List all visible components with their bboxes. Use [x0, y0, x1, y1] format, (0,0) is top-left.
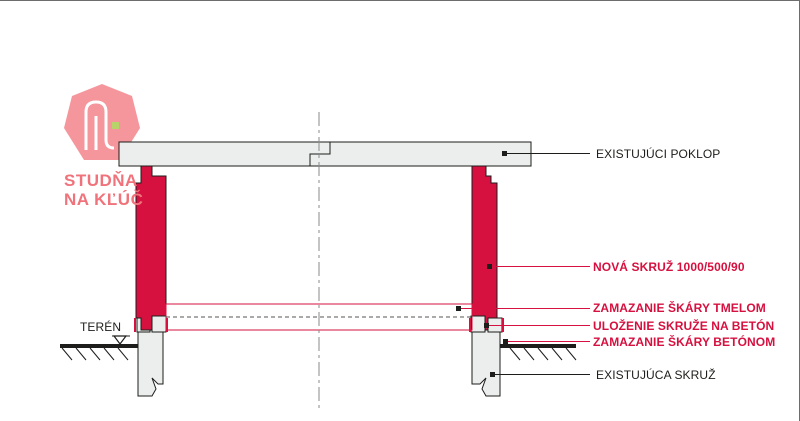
leader-lid	[502, 151, 590, 156]
joint-mark-right-inner	[469, 318, 471, 332]
logo-hexagon	[64, 84, 140, 160]
terrain-marker	[112, 335, 130, 345]
new-ring-right	[471, 165, 498, 331]
label-existing-ring: EXISTUJÚCA SKRUŽ	[596, 368, 716, 382]
logo-pipe-mark	[84, 100, 115, 150]
existing-ring-right	[471, 329, 501, 397]
label-existing-lid: EXISTUJÚCI POKLOP	[596, 147, 721, 161]
existing-ring-left	[137, 329, 164, 397]
label-new-ring: NOVÁ SKRUŽ 1000/500/90	[593, 260, 745, 274]
terrain-right	[500, 344, 577, 361]
concrete-bed-right-inner	[470, 315, 486, 333]
leader-existing-ring	[490, 372, 590, 377]
logo-green-square	[112, 122, 119, 129]
label-ring-bedding: ULOŽENIE SKRUŽE NA BETÓN	[593, 319, 775, 333]
leader-joint-mortar	[456, 306, 590, 311]
logo-text-line2: NA KĽÚČ	[64, 190, 144, 209]
logo-text-line1: STUDŇA	[64, 171, 138, 190]
label-joint-concrete: ZAMAZANIE ŠKÁRY BETÓNOM	[593, 335, 776, 349]
lid-step-joint	[309, 142, 331, 166]
joint-mark-left-inner	[166, 318, 168, 332]
leader-ring-bedding	[484, 323, 590, 328]
concrete-bed-left-inner	[151, 315, 167, 333]
joint-mark-left-outer	[134, 318, 136, 332]
leader-joint-concrete	[503, 339, 590, 344]
new-ring-left	[135, 165, 167, 331]
logo	[64, 84, 140, 160]
label-terrain: TERÉN	[80, 320, 122, 334]
leader-new-ring	[487, 264, 590, 269]
terrain-left	[60, 344, 144, 361]
label-joint-mortar: ZAMAZANIE ŠKÁRY TMELOM	[593, 301, 766, 315]
